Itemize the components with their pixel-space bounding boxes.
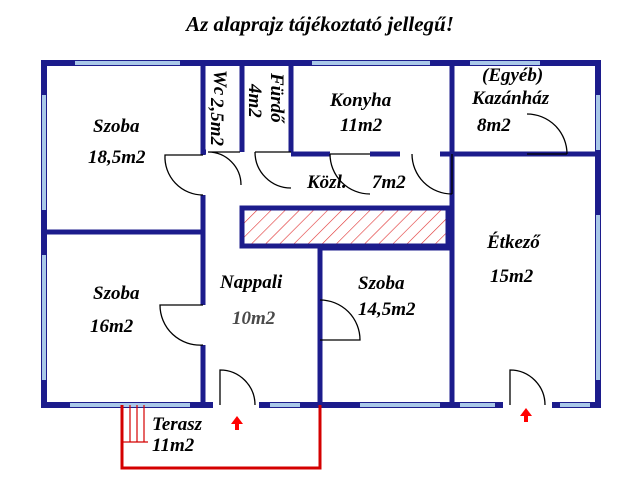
room-szoba-2-name: Szoba bbox=[93, 283, 140, 304]
terrace-outline bbox=[120, 405, 322, 470]
room-kazanhaz-name: Kazánház bbox=[472, 88, 550, 109]
room-wc-name: Wc bbox=[209, 70, 230, 96]
terrace-steps bbox=[122, 405, 148, 443]
room-kazanhaz-note: (Egyéb) bbox=[482, 65, 544, 86]
room-szoba-3-name: Szoba bbox=[358, 273, 405, 294]
entrance-arrow-nappali bbox=[231, 416, 243, 430]
room-kozl-name: Közl. bbox=[307, 172, 347, 193]
room-furdo-area: 4m2 bbox=[244, 84, 265, 118]
room-wc-area: 2,5m2 bbox=[206, 98, 227, 147]
room-konyha-area: 11m2 bbox=[340, 115, 383, 136]
plan-disclaimer-title: Az alaprajz tájékoztató jellegű! bbox=[186, 12, 454, 36]
doors bbox=[159, 113, 568, 406]
room-etkezo-name: Étkező bbox=[487, 232, 540, 253]
entrance-arrow-etkezo bbox=[520, 408, 532, 422]
room-szoba-3-area: 14,5m2 bbox=[358, 299, 416, 320]
room-terasz-name: Terasz bbox=[152, 414, 202, 435]
room-szoba-2-area: 16m2 bbox=[90, 316, 134, 337]
room-nappali-name: Nappali bbox=[220, 272, 283, 293]
room-kozl-area: 7m2 bbox=[372, 172, 406, 193]
chimney-block bbox=[239, 205, 451, 249]
room-nappali-area: 10m2 bbox=[232, 308, 276, 329]
room-etkezo-area: 15m2 bbox=[490, 266, 534, 287]
room-kazanhaz-area: 8m2 bbox=[477, 115, 511, 136]
room-furdo-name: Fürdő bbox=[266, 73, 287, 123]
room-konyha-name: Konyha bbox=[330, 90, 392, 111]
room-terasz-area: 11m2 bbox=[152, 435, 195, 456]
room-szoba-1-area: 18,5m2 bbox=[88, 147, 146, 168]
room-szoba-1-name: Szoba bbox=[93, 116, 140, 137]
